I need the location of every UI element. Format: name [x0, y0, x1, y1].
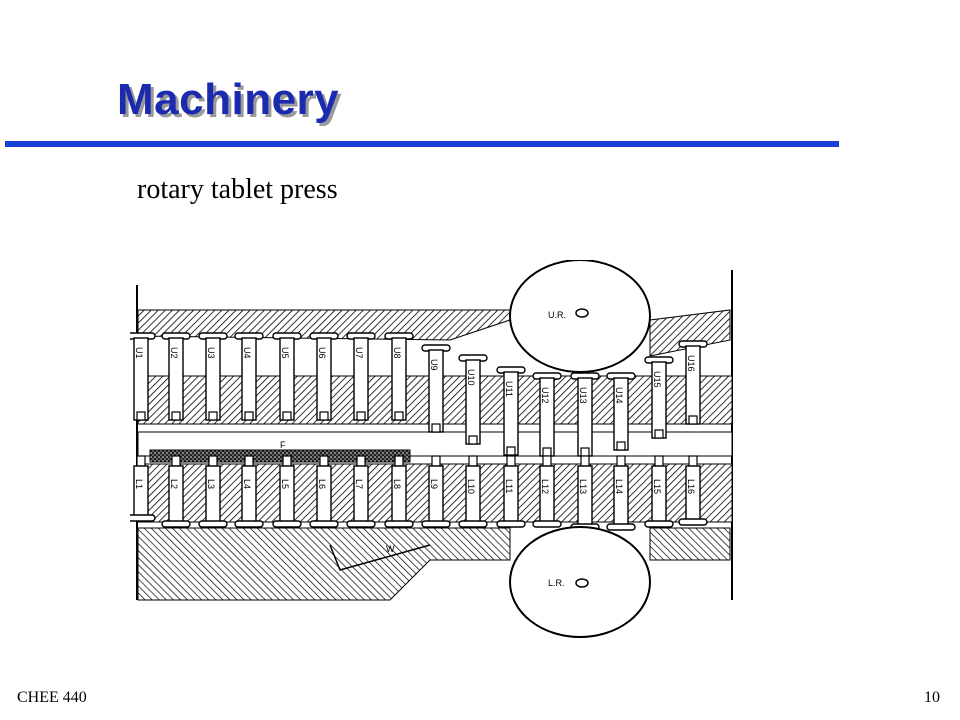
lower-cam-track [137, 527, 511, 601]
upper-punch: U11 [496, 366, 526, 456]
lower-punch: L9 [421, 455, 451, 528]
lower-punch: L5 [272, 455, 302, 528]
lower-punch-label: L7 [354, 479, 364, 489]
slide-subtitle: rotary tablet press [137, 174, 338, 205]
upper-cam-track-right [649, 309, 731, 357]
lower-roll-label: L.R. [548, 578, 565, 588]
lower-punch: L4 [234, 455, 264, 528]
upper-punch-label: U1 [134, 347, 144, 359]
lower-punch: L1 [130, 455, 156, 522]
weight-adjust-wedge [329, 544, 431, 571]
lower-punch: L2 [161, 455, 191, 528]
slide-title: Machinery [117, 75, 340, 124]
lower-punch-label: L1 [134, 479, 144, 489]
upper-compression-roll: U.R. [509, 260, 651, 373]
lower-punch-label: L4 [242, 479, 252, 489]
lower-punch: L11 [496, 455, 526, 528]
upper-punch: U5 [272, 332, 302, 421]
lower-punch: L7 [346, 455, 376, 528]
lower-punch: L15 [644, 455, 674, 528]
lower-punch: L6 [309, 455, 339, 528]
upper-punch: U2 [161, 332, 191, 421]
upper-punch-label: U13 [578, 387, 588, 404]
lower-punch: L3 [198, 455, 228, 528]
upper-punch: U8 [384, 332, 414, 421]
lower-cam-track-right [649, 527, 731, 561]
lower-punch: L10 [458, 455, 488, 528]
lower-punch-label: L9 [429, 479, 439, 489]
upper-punch: U16 [678, 340, 708, 425]
upper-punch-label: U15 [652, 371, 662, 388]
feed-frame [149, 449, 411, 463]
upper-punch: U15 [644, 356, 674, 439]
lower-punch-label: L14 [614, 479, 624, 494]
lower-punch-label: L13 [578, 479, 588, 494]
upper-punch-label: U12 [540, 387, 550, 404]
wall-label: W [386, 544, 395, 554]
lower-punch: L8 [384, 455, 414, 528]
lower-punch-label: L8 [392, 479, 402, 489]
upper-punch-label: U6 [317, 347, 327, 359]
upper-punch: U7 [346, 332, 376, 421]
upper-punch: U10 [458, 354, 488, 445]
lower-punch-label: L5 [280, 479, 290, 489]
lower-compression-roll: L.R. [509, 526, 651, 638]
lower-punch-label: L6 [317, 479, 327, 489]
lower-punch-label: L16 [686, 479, 696, 494]
upper-punch-label: U5 [280, 347, 290, 359]
upper-punch-label: U10 [466, 369, 476, 386]
footer-course: CHEE 440 [17, 689, 87, 706]
upper-punch-label: U3 [206, 347, 216, 359]
upper-punch: U6 [309, 332, 339, 421]
footer-page-number: 10 [924, 689, 940, 706]
upper-punch-label: U8 [392, 347, 402, 359]
title-rule [5, 141, 839, 147]
lower-punch: L16 [678, 455, 708, 526]
upper-punch-label: U11 [504, 381, 514, 397]
upper-punch-label: U4 [242, 347, 252, 359]
upper-punch: U4 [234, 332, 264, 421]
lower-punches: L1 L2 L3 L4 L5 L6 L7 L8 L9 L10 L11 L12 L13 L14 L15 L16 [130, 455, 708, 531]
lower-punch-label: L15 [652, 479, 662, 494]
upper-cam-track [137, 309, 511, 341]
upper-punch-label: U16 [686, 355, 696, 372]
lower-punch-label: L2 [169, 479, 179, 489]
upper-punch-label: U14 [614, 387, 624, 404]
upper-punch: U3 [198, 332, 228, 421]
lower-punch: L14 [606, 455, 636, 531]
upper-punch-label: U7 [354, 347, 364, 359]
upper-punch: U14 [606, 372, 636, 451]
upper-punch: U9 [421, 344, 451, 433]
upper-punch-label: U2 [169, 347, 179, 359]
lower-punch-label: L11 [504, 479, 514, 493]
feed-label: F [280, 440, 286, 450]
lower-punch: L12 [532, 455, 562, 528]
upper-punch-label: U9 [429, 359, 439, 371]
upper-roll-label: U.R. [548, 310, 566, 320]
lower-punch-label: L3 [206, 479, 216, 489]
upper-punch: U12 [532, 372, 562, 457]
lower-punch-label: L10 [466, 479, 476, 494]
upper-punch: U1 [130, 332, 156, 421]
lower-punch-label: L12 [540, 479, 550, 494]
